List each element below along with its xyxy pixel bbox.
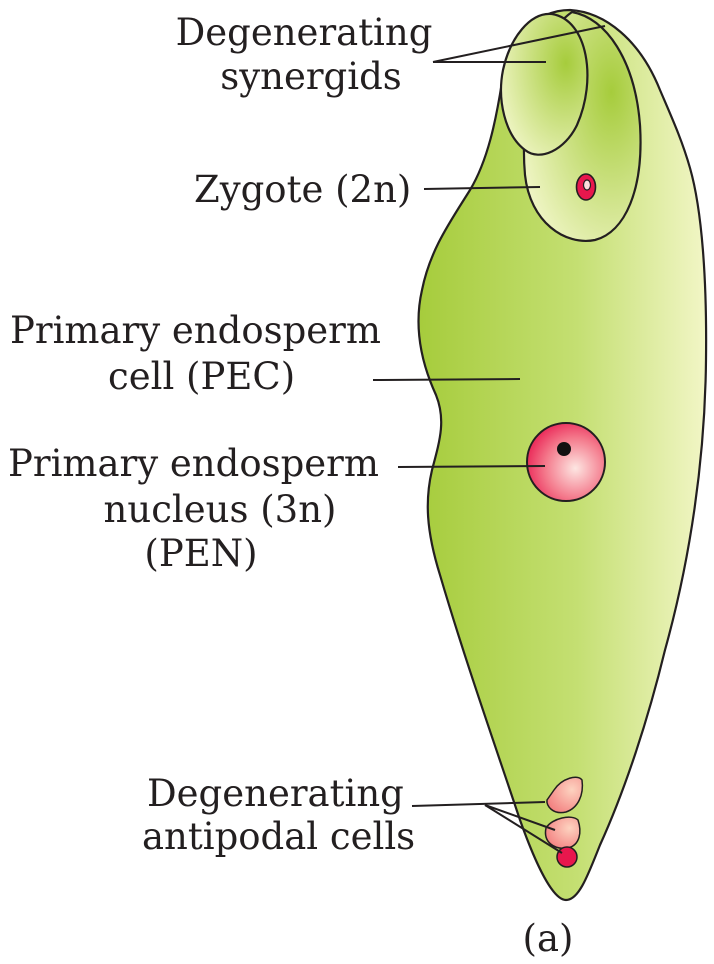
leader-synergids-2 xyxy=(432,25,606,63)
pen-nucleolus xyxy=(557,442,571,456)
leader-antipodal-3 xyxy=(484,804,563,854)
antipodal-cell-1 xyxy=(546,776,584,814)
label-pen-line3: (PEN) xyxy=(144,532,257,575)
label-zygote: Zygote (2n) xyxy=(194,168,411,211)
leader-antipodal-2 xyxy=(484,804,556,831)
leader-zygote xyxy=(423,186,541,190)
antipodal-cell-3 xyxy=(556,846,578,868)
leader-pec xyxy=(372,378,521,381)
antipodal-cell-2 xyxy=(544,816,581,850)
primary-endosperm-nucleus xyxy=(526,422,606,502)
label-pec-line2: cell (PEC) xyxy=(108,355,295,398)
leader-pen xyxy=(397,465,546,468)
label-pec-line1: Primary endosperm xyxy=(10,309,381,352)
label-antipodal-line1: Degenerating xyxy=(147,772,404,815)
label-synergids-line1: Degenerating xyxy=(176,11,433,54)
label-antipodal-line2: antipodal cells xyxy=(142,815,415,858)
zygote-nucleolus xyxy=(582,179,592,191)
label-pen-line1: Primary endosperm xyxy=(8,442,379,485)
leader-antipodal-1 xyxy=(411,801,546,807)
label-pen-line2: nucleus (3n) xyxy=(104,488,337,531)
panel-label: (a) xyxy=(523,917,574,960)
label-synergids-line2: synergids xyxy=(220,55,402,98)
